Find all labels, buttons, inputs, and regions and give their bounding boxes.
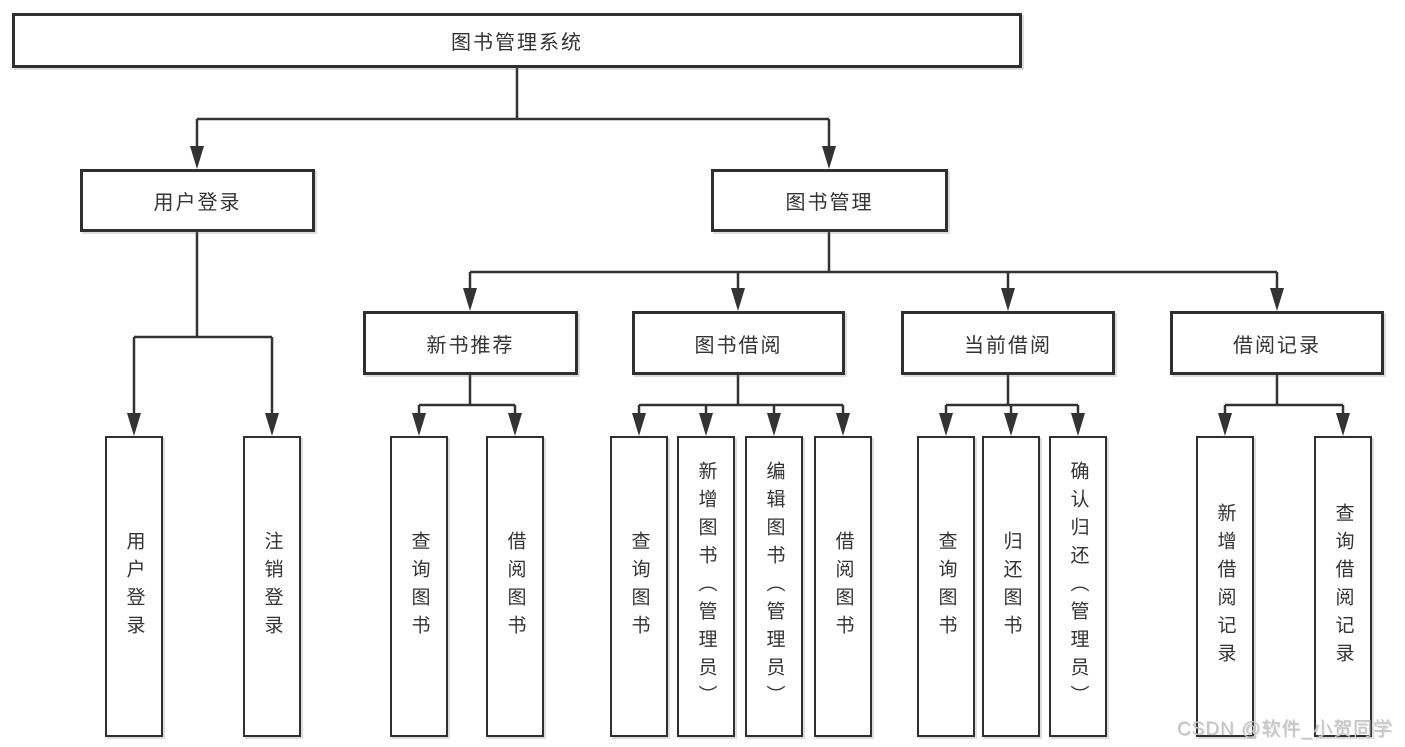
leaf-edit-book-admin: 编辑图书（管理员）	[745, 436, 803, 737]
watermark: CSDN @软件_小贺同学	[1177, 719, 1393, 740]
node-label: 查询图书	[408, 530, 430, 643]
arrowheads-root-branch	[190, 146, 836, 169]
leaf-user-login: 用户登录	[105, 436, 163, 737]
node-label: 新增借阅记录	[1214, 502, 1236, 671]
node-label: 用户登录	[153, 192, 242, 214]
node-current-borrow: 当前借阅	[901, 311, 1115, 375]
leaf-borrow-books: 借阅图书	[814, 436, 872, 737]
connector-root-branch	[195, 68, 831, 150]
node-library-management-system: 图书管理系统	[12, 13, 1022, 68]
arrowheads-current-borrow-branch	[939, 413, 1085, 436]
node-label: 编辑图书（管理员）	[763, 460, 785, 713]
node-user-login: 用户登录	[80, 169, 315, 232]
connector-book-management-branch	[468, 232, 1279, 292]
node-label: 图书借阅	[694, 334, 783, 357]
node-label: 用户登录	[123, 530, 145, 643]
leaf-return-book: 归还图书	[982, 436, 1040, 737]
node-label: 当前借阅	[964, 334, 1052, 357]
node-label: 借阅图书	[504, 530, 526, 643]
node-label: 新书推荐	[426, 334, 515, 357]
node-label: 查询图书	[628, 530, 650, 643]
leaf-query-borrow-record: 查询借阅记录	[1314, 436, 1372, 737]
node-label: 图书管理系统	[451, 32, 583, 54]
node-label: 归还图书	[1000, 530, 1022, 643]
leaf-logout: 注销登录	[243, 436, 301, 737]
leaf-borrow-books-recommend: 借阅图书	[486, 436, 544, 737]
connector-new-book-branch	[417, 375, 517, 417]
arrowheads-borrow-records-branch	[1218, 413, 1350, 436]
leaf-query-books-recommend: 查询图书	[390, 436, 448, 737]
arrowheads-book-management-branch	[463, 288, 1284, 311]
arrowheads-new-book-branch	[412, 413, 522, 436]
node-label: 图书管理	[785, 192, 874, 214]
node-label: 注销登录	[261, 530, 283, 643]
leaf-query-books-current: 查询图书	[917, 436, 975, 737]
leaf-add-borrow-record: 新增借阅记录	[1196, 436, 1254, 737]
node-new-book-recommend: 新书推荐	[363, 311, 578, 375]
node-label: 确认归还（管理员）	[1067, 460, 1089, 713]
node-label: 新增图书（管理员）	[695, 460, 717, 713]
node-label: 查询借阅记录	[1332, 502, 1354, 671]
node-book-borrow: 图书借阅	[632, 311, 845, 375]
arrowheads-book-borrow-branch	[632, 413, 850, 436]
node-label: 查询图书	[935, 530, 957, 643]
connector-borrow-records-branch	[1223, 375, 1345, 417]
arrowheads-user-login-branch	[127, 413, 279, 436]
connector-book-borrow-branch	[637, 375, 845, 417]
connector-current-borrow-branch	[944, 375, 1080, 417]
leaf-query-books-borrow: 查询图书	[610, 436, 668, 737]
leaf-add-book-admin: 新增图书（管理员）	[677, 436, 735, 737]
connector-user-login-branch	[132, 232, 274, 417]
node-borrow-records: 借阅记录	[1170, 311, 1384, 375]
leaf-confirm-return-admin: 确认归还（管理员）	[1049, 436, 1107, 737]
node-label: 借阅记录	[1233, 334, 1321, 357]
node-book-management: 图书管理	[711, 169, 948, 232]
node-label: 借阅图书	[832, 530, 854, 643]
